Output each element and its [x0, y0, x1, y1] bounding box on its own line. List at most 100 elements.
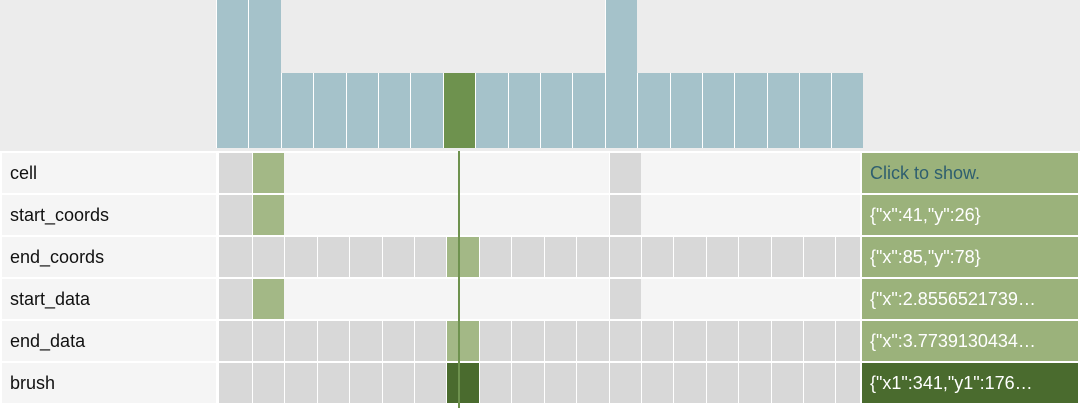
track-cell	[317, 237, 349, 277]
track-cell	[382, 363, 414, 403]
track-cell	[738, 321, 771, 361]
track-cell	[218, 237, 252, 277]
row-track	[218, 279, 860, 319]
track-cell	[576, 237, 609, 277]
track-cell	[803, 237, 835, 277]
track-cell	[349, 363, 382, 403]
track-cell	[609, 321, 641, 361]
histogram-bar[interactable]	[508, 73, 540, 148]
row-end-data: end_data {"x":3.7739130434…	[0, 321, 1080, 361]
histogram-bar[interactable]	[410, 73, 443, 148]
histogram-bar[interactable]	[670, 73, 702, 148]
row-value: {"x":85,"y":78}	[862, 237, 1078, 277]
track-cell-active	[252, 195, 284, 235]
track-cell	[609, 153, 641, 193]
row-end-coords: end_coords {"x":85,"y":78}	[0, 237, 1080, 277]
track-cell	[252, 321, 284, 361]
histogram-bar[interactable]	[734, 73, 767, 148]
track-cell	[511, 237, 544, 277]
track-cell-active	[446, 237, 479, 277]
track-cell-active	[446, 321, 479, 361]
track-cell	[706, 237, 738, 277]
histogram-bar[interactable]	[799, 73, 831, 148]
track-cell	[738, 363, 771, 403]
row-value: {"x1":341,"y1":176…	[862, 363, 1078, 403]
histogram-bar[interactable]	[378, 73, 410, 148]
histogram-bar[interactable]	[540, 73, 572, 148]
track-cell	[479, 363, 511, 403]
row-label: end_coords	[2, 237, 216, 277]
track-cell	[511, 321, 544, 361]
row-label: start_coords	[2, 195, 216, 235]
row-start-coords: start_coords {"x":41,"y":26}	[0, 195, 1080, 235]
row-label: cell	[2, 153, 216, 193]
track-cell	[609, 279, 641, 319]
track-cell	[479, 237, 511, 277]
track-cell	[771, 237, 803, 277]
track-cell	[835, 321, 860, 361]
track-cell-active	[252, 153, 284, 193]
row-label: brush	[2, 363, 216, 403]
track-cell	[218, 363, 252, 403]
row-track	[218, 237, 860, 277]
row-track	[218, 363, 860, 403]
track-cell	[706, 321, 738, 361]
track-cell	[706, 363, 738, 403]
histogram-bar[interactable]	[248, 0, 281, 148]
histogram-bar[interactable]	[216, 0, 248, 148]
histogram-bar[interactable]	[572, 73, 605, 148]
histogram-bar[interactable]	[605, 0, 637, 148]
histogram-bar-selected[interactable]	[443, 73, 475, 148]
track-cell	[252, 363, 284, 403]
track-cell	[284, 321, 317, 361]
histogram-bar[interactable]	[702, 73, 734, 148]
histogram-bar[interactable]	[475, 73, 508, 148]
track-cell	[576, 363, 609, 403]
track-cell	[803, 363, 835, 403]
track-cell	[576, 321, 609, 361]
histogram-bar[interactable]	[637, 73, 670, 148]
row-track	[218, 195, 860, 235]
track-cell	[544, 237, 576, 277]
histogram-bar[interactable]	[767, 73, 799, 148]
track-cell	[835, 363, 860, 403]
row-brush: brush {"x1":341,"y1":176…	[0, 363, 1080, 403]
row-track	[218, 321, 860, 361]
track-cell	[252, 237, 284, 277]
track-cell	[317, 363, 349, 403]
histogram-bar[interactable]	[313, 73, 346, 148]
track-cell	[218, 321, 252, 361]
track-cell	[641, 321, 673, 361]
row-label: start_data	[2, 279, 216, 319]
row-value: {"x":2.8556521739…	[862, 279, 1078, 319]
track-cell	[609, 195, 641, 235]
track-cell	[382, 321, 414, 361]
track-cell-active	[252, 279, 284, 319]
row-cell: cell Click to show.	[0, 153, 1080, 193]
track-cell	[414, 237, 446, 277]
track-cell	[673, 363, 706, 403]
track-cell	[609, 363, 641, 403]
track-cell	[218, 279, 252, 319]
track-cell	[835, 237, 860, 277]
track-cell	[317, 321, 349, 361]
track-cell	[641, 363, 673, 403]
row-track	[218, 153, 860, 193]
track-cell	[349, 237, 382, 277]
histogram[interactable]	[0, 0, 1080, 150]
time-cursor-line[interactable]	[458, 151, 460, 408]
histogram-bar[interactable]	[281, 73, 313, 148]
histogram-bar[interactable]	[346, 73, 378, 148]
histogram-bar[interactable]	[831, 73, 863, 148]
track-cell	[511, 363, 544, 403]
track-cell	[544, 321, 576, 361]
track-cell	[349, 321, 382, 361]
track-cell	[544, 363, 576, 403]
row-value: {"x":41,"y":26}	[862, 195, 1078, 235]
track-cell	[218, 153, 252, 193]
track-cell	[382, 237, 414, 277]
row-value-show-link[interactable]: Click to show.	[862, 153, 1078, 193]
track-cell	[609, 237, 641, 277]
track-cell	[414, 363, 446, 403]
track-cell	[771, 321, 803, 361]
